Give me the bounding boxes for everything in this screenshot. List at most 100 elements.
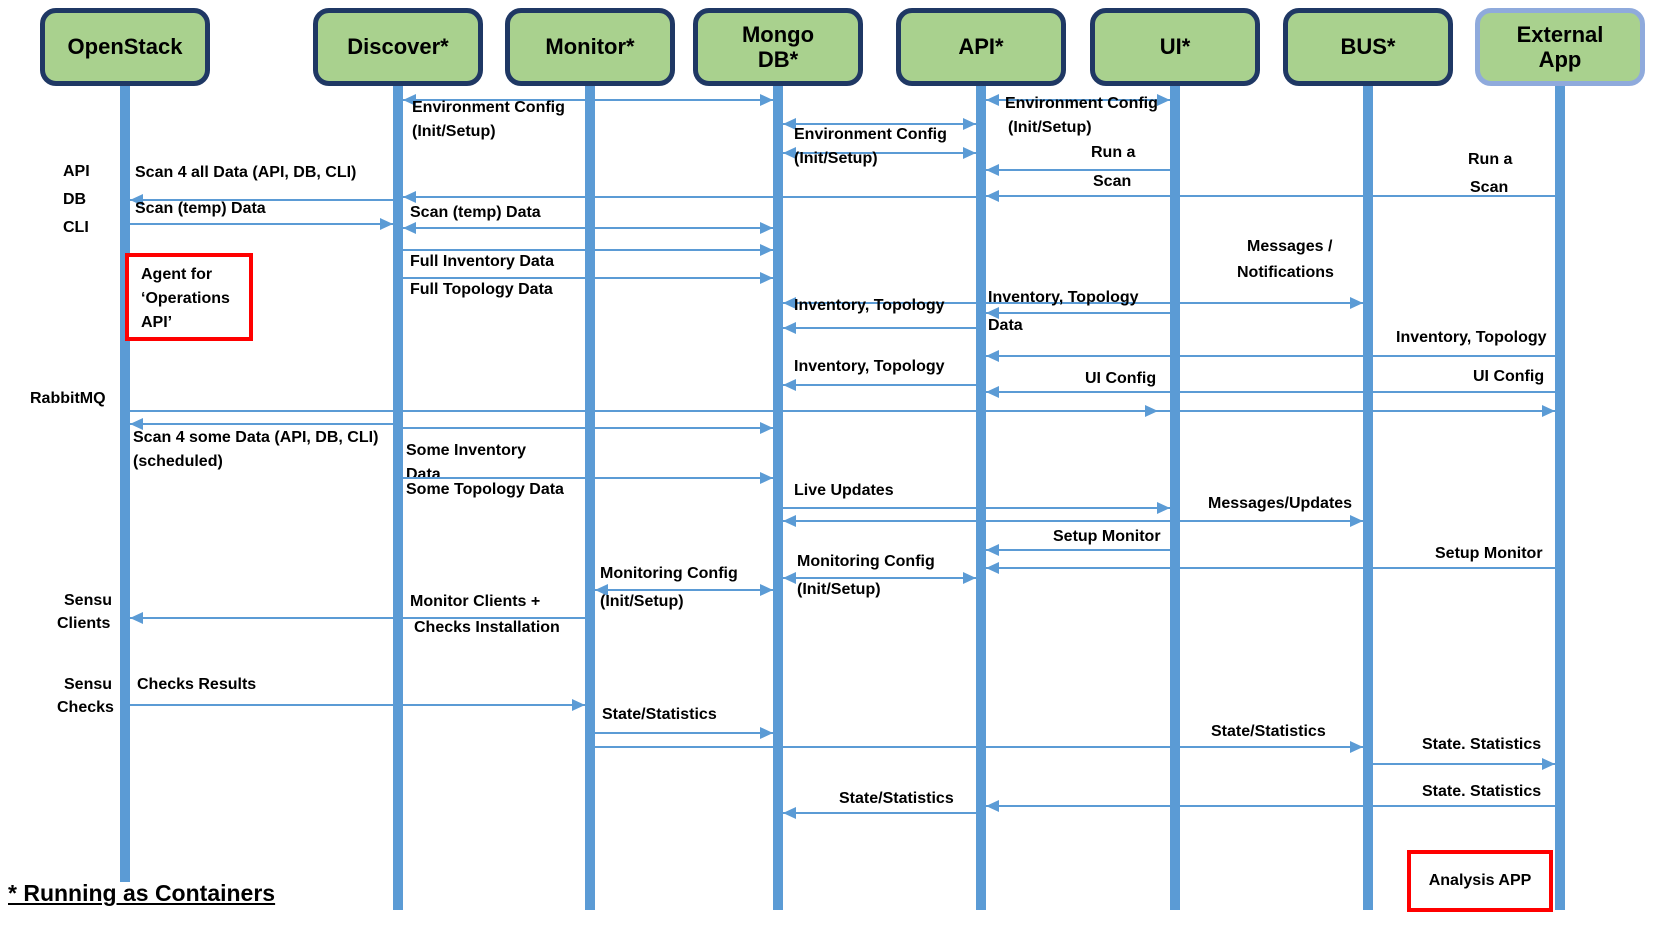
message-label: (Init/Setup) [600,593,684,610]
actor-box-monitor: Monitor* [505,8,675,86]
message-label: Full Topology Data [410,281,553,298]
message-label: Run a [1468,151,1513,168]
message-label: Data [988,317,1023,334]
actor-label: BUS* [1340,34,1396,60]
message-label: Inventory, Topology [1396,329,1547,346]
actor-label: DB* [757,47,799,72]
message-arrow-line [130,617,585,619]
message-arrow-line [403,99,773,101]
message-arrow-line [986,391,1555,393]
message-label: State/Statistics [839,790,954,807]
message-label: (Init/Setup) [412,123,496,140]
arrowhead-left [130,612,143,624]
message-label: Notifications [1237,264,1334,281]
message-label: Inventory, Topology [794,358,945,375]
margin-label: RabbitMQ [30,390,106,407]
arrowhead-right [760,94,773,106]
message-label: Scan 4 all Data (API, DB, CLI) [135,164,357,181]
actor-label: Discover* [347,34,449,60]
message-arrow-line [783,302,1363,304]
arrowhead-left [986,307,999,319]
lifeline-openstack [120,86,130,882]
message-label: Scan (temp) Data [410,204,541,221]
actor-box-discover: Discover* [313,8,483,86]
message-label: State/Statistics [602,706,717,723]
arrowhead-left [783,297,796,309]
message-arrow-line [403,196,976,198]
arrowhead-left [403,222,416,234]
message-label: (Init/Setup) [797,581,881,598]
arrowhead-left [403,94,416,106]
actor-box-openstack: OpenStack [40,8,210,86]
message-label: Monitor Clients + [410,593,541,610]
actor-label: UI* [1159,34,1191,60]
arrowhead-left [783,807,796,819]
message-arrow-line [783,123,976,125]
message-arrow-line [783,507,1170,509]
message-label: State. Statistics [1422,783,1542,800]
arrowhead-right [1542,758,1555,770]
message-arrow-line [986,169,1170,171]
message-arrow-line [986,567,1555,569]
arrowhead-right [760,472,773,484]
lifeline-external-app [1555,86,1565,910]
message-arrow-line [783,577,976,579]
arrowhead-left [986,386,999,398]
message-label: Full Inventory Data [410,253,555,270]
message-arrow-line [403,427,773,429]
message-label: Setup Monitor [1053,528,1161,545]
callout-text: Agent for [141,266,213,283]
message-arrow-line [986,549,1170,551]
actor-label: Monitor* [545,34,635,60]
message-arrow-line [783,327,976,329]
message-label: Checks Installation [414,619,560,636]
message-label: (scheduled) [133,453,223,470]
margin-label: DB [63,191,87,208]
margin-label: Checks [57,699,114,716]
lifeline-ui [1170,86,1180,910]
callout-text: ‘Operations [141,290,230,307]
arrowhead-right [572,699,585,711]
arrowhead-left [783,118,796,130]
message-arrow-line [595,746,1363,748]
message-label: Monitoring Config [797,553,935,570]
message-label: Setup Monitor [1435,545,1543,562]
actor-label: External [1516,21,1604,47]
message-label: Scan [1470,179,1509,196]
arrowhead-right [963,118,976,130]
message-arrow-line [986,355,1555,357]
message-label: Scan (temp) Data [135,200,266,217]
arrowhead-right [1350,297,1363,309]
actor-box-api: API* [896,8,1066,86]
arrowhead-right [1157,502,1170,514]
message-label: Inventory, Topology [794,297,945,314]
message-label: Messages/Updates [1208,495,1353,512]
lifeline-monitor [585,86,595,910]
arrowhead-left [130,194,143,206]
message-arrow-line [403,277,773,279]
arrowhead-right [963,572,976,584]
message-arrow-line [403,249,773,251]
margin-label: API [63,163,90,180]
arrowhead-right [963,147,976,159]
lifeline-discover [393,86,403,910]
arrowhead-right [1157,94,1170,106]
actor-label: Mongo [741,21,815,47]
arrowhead-right [1145,405,1158,417]
message-label: Checks Results [137,676,257,693]
arrowhead-left [783,515,796,527]
message-label: UI Config [1473,368,1545,385]
message-arrow-line [986,805,1555,807]
arrowhead-left [783,379,796,391]
message-label: (Init/Setup) [1008,119,1092,136]
message-arrow-line [986,99,1170,101]
message-arrow-line [130,704,585,706]
actor-box-bus: BUS* [1283,8,1453,86]
arrowhead-right [760,422,773,434]
message-label: Environment Config [794,126,947,143]
arrowhead-right [760,272,773,284]
message-arrow-line [130,410,1555,412]
lifeline-api [976,86,986,910]
